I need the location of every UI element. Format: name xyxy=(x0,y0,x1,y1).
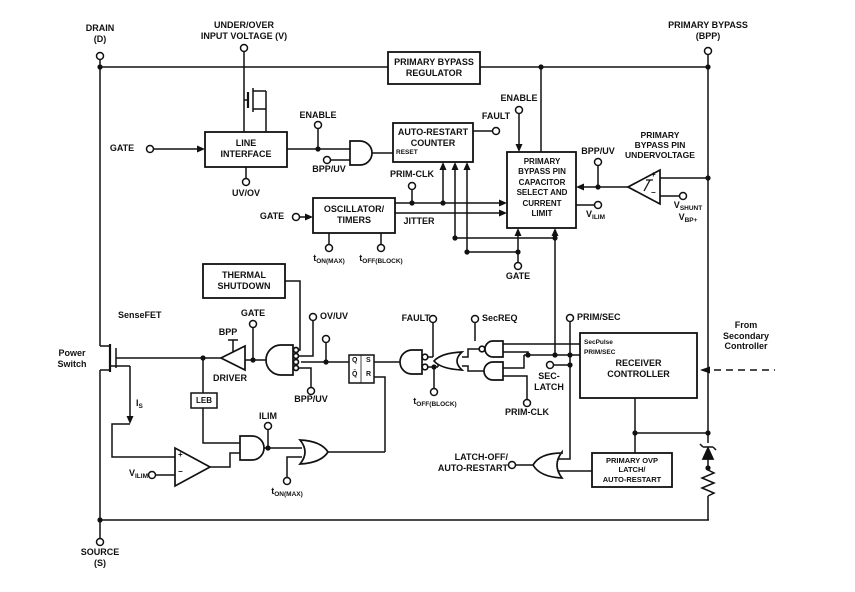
sec-latch-label: SEC- LATCH xyxy=(534,371,564,392)
enable-capselect-label: ENABLE xyxy=(500,93,538,103)
line-interface-label: LINE INTERFACE xyxy=(220,138,272,159)
primary-bypass-pin-label: PRIMARY BYPASS (BPP) xyxy=(668,20,748,41)
gate-line-interface-label: GATE xyxy=(109,143,135,153)
ilim-label: ILIM xyxy=(259,411,277,421)
sensefet-label: SenseFET xyxy=(118,310,162,320)
t-on-max-osc-label: tON(MAX) xyxy=(313,253,345,265)
and-gate-driver xyxy=(265,344,294,376)
primary-ovp-block xyxy=(591,452,673,488)
gate-oscillator-label: GATE xyxy=(259,211,285,221)
primary-bypass-pin xyxy=(703,46,713,56)
receiver-controller-label: RECEIVER CONTROLLER xyxy=(607,358,670,379)
fault-latch-label: FAULT xyxy=(401,313,430,323)
fault-counter-label: FAULT xyxy=(481,111,511,121)
v-bp-plus-label: VBP+ xyxy=(678,212,698,224)
bpp-uv-reset-label: BPP/UV xyxy=(312,164,346,174)
auto-restart-counter-label: AUTO-RESTART COUNTER xyxy=(397,127,469,148)
terminal-pins xyxy=(95,43,713,547)
arrowheads xyxy=(126,144,710,424)
junction-dots xyxy=(97,64,711,523)
i-s-label: IS xyxy=(136,398,143,410)
bpp-comparator-minus: − xyxy=(651,188,656,197)
t-off-block-latch-label: tOFF(BLOCK) xyxy=(413,396,457,408)
driver-buffer xyxy=(219,344,246,372)
oscillator-timers-label: OSCILLATOR/ TIMERS xyxy=(323,204,385,225)
bypass-undervoltage-label: PRIMARY BYPASS PIN UNDERVOLTAGE xyxy=(625,130,695,161)
t-off-block-osc-label: tOFF(BLOCK) xyxy=(359,253,403,265)
and-gate-reset xyxy=(349,140,373,166)
wires xyxy=(99,52,717,538)
driver-label: DRIVER xyxy=(212,373,247,383)
bypass-cap-select-label: PRIMARY BYPASS PIN CAPACITOR SELECT AND … xyxy=(516,157,568,218)
nor-gate-latch-set xyxy=(399,349,423,375)
drain-pin-label: DRAIN (D) xyxy=(85,23,115,44)
prim-clk2-label: PRIM-CLK xyxy=(505,407,549,417)
jitter-label: JITTER xyxy=(403,216,435,226)
bpp-uv-comparator xyxy=(626,168,661,206)
power-switch-symbol xyxy=(108,92,250,372)
v-shunt-label: VSHUNT xyxy=(673,200,703,212)
sr-latch-block xyxy=(348,354,375,384)
blocks xyxy=(190,51,698,488)
and-gate-primclk xyxy=(483,361,504,381)
from-secondary-label: From Secondary Controller xyxy=(722,320,770,352)
ilim-comparator-plus: + xyxy=(178,450,183,459)
source-pin-label: SOURCE (S) xyxy=(80,547,120,568)
zener-diode xyxy=(701,445,715,460)
latch-s-label: S xyxy=(366,357,371,364)
primary-bypass-regulator-label: PRIMARY BYPASS REGULATOR xyxy=(394,57,474,78)
or-gate-ilim xyxy=(298,439,330,465)
source-pin xyxy=(95,537,105,547)
leb-block xyxy=(190,392,218,409)
input-voltage-pin xyxy=(239,43,249,53)
or-gate-mid xyxy=(432,351,465,371)
zener-glyph-in-comparator xyxy=(643,179,653,192)
secreq-label: SecREQ xyxy=(482,313,518,323)
latch-off-label: LATCH-OFF/ AUTO-RESTART xyxy=(437,452,508,473)
thermal-shutdown-label: THERMAL SHUTDOWN xyxy=(217,270,271,291)
receiver-controller-block xyxy=(579,332,698,399)
and-gate-ilim xyxy=(239,435,265,461)
v-ilim-capselect-label: VILIM xyxy=(586,209,606,221)
prim-clk-label: PRIM-CLK xyxy=(390,169,434,179)
primary-bypass-regulator-block xyxy=(387,51,481,85)
power-switch-label: Power Switch xyxy=(57,348,87,369)
latch-q-label: Q xyxy=(352,357,358,364)
auto-restart-counter-block xyxy=(392,122,474,163)
bpp-driver-label: BPP xyxy=(218,327,238,337)
leb-label: LEB xyxy=(196,396,212,405)
line-interface-block xyxy=(204,131,288,168)
latch-qbar-label: Q̄ xyxy=(352,371,358,378)
uv-ov-label: UV/OV xyxy=(231,188,260,198)
logic-gates xyxy=(174,140,715,488)
receiver-primsec-label: PRIM/SEC xyxy=(584,349,616,356)
ilim-comparator xyxy=(174,446,212,488)
thermal-shutdown-block xyxy=(202,263,286,299)
receiver-secpulse-label: SecPulse xyxy=(584,339,613,346)
gate-bigand-label: GATE xyxy=(240,308,266,318)
bpp-uv-comparator-label: BPP/UV xyxy=(581,146,615,156)
prim-sec-terminal-label: PRIM/SEC xyxy=(577,312,621,322)
drain-pin xyxy=(95,51,105,61)
or-gate-latchoff xyxy=(532,449,564,479)
reset-input-label: RESET xyxy=(396,149,418,156)
bpp-uv-bigand-label: BPP/UV xyxy=(294,394,328,404)
enable-reset-label: ENABLE xyxy=(299,110,337,120)
bpp-comparator-plus: + xyxy=(651,170,656,179)
gate-capselect-label: GATE xyxy=(505,271,531,281)
nand-gate-secreq xyxy=(484,340,504,358)
oscillator-timers-block xyxy=(312,197,396,234)
ilim-comparator-minus: − xyxy=(178,467,183,476)
input-voltage-pin-label: UNDER/OVER INPUT VOLTAGE (V) xyxy=(200,20,288,41)
t-on-max-ilim-label: tON(MAX) xyxy=(271,486,303,498)
ov-uv-label: OV/UV xyxy=(320,311,349,321)
primary-ovp-label: PRIMARY OVP LATCH/ AUTO-RESTART xyxy=(602,456,662,484)
bypass-cap-select-block xyxy=(506,151,577,229)
latch-r-label: R xyxy=(366,371,372,378)
v-ilim-comparator-label: VILIM xyxy=(128,468,148,480)
